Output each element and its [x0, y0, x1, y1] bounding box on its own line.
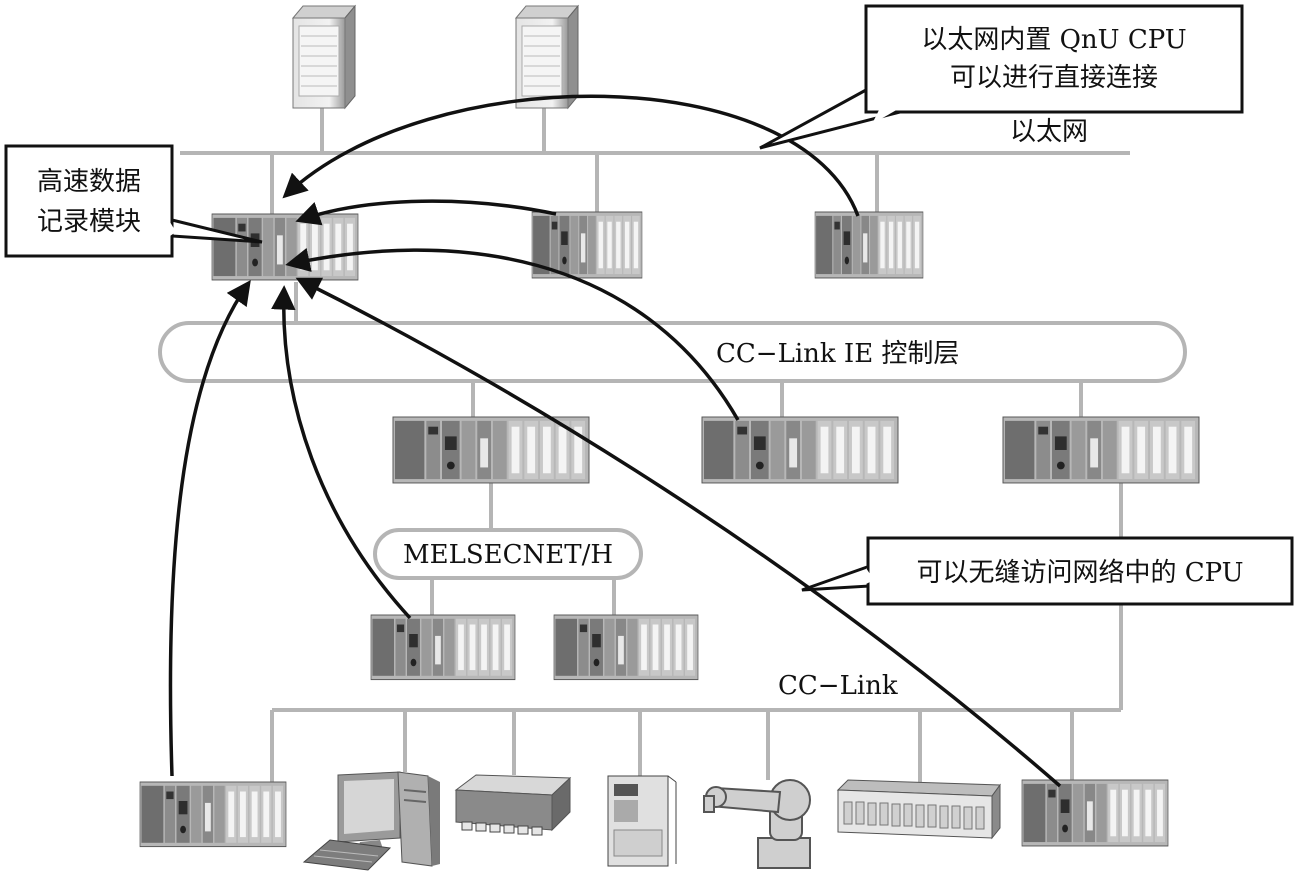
remote-io-module-icon [454, 774, 572, 836]
plc-rack-icon [370, 614, 516, 681]
ethernet-label: 以太网 [1010, 117, 1088, 147]
plc-rack-icon [701, 416, 899, 484]
inverter-icon [607, 775, 677, 867]
arrow-cclink-plc-left [168, 279, 251, 777]
callout-top-line2: 可以进行直接连接 [950, 63, 1158, 93]
cclink-ie-label: CC−Link IE 控制层 [716, 339, 959, 369]
callout-seamless-access: 可以无缝访问网络中的 CPU [801, 536, 1294, 606]
network-lines [180, 108, 1130, 782]
melsecnet-ring [373, 528, 643, 580]
logger-line2: 记录模块 [37, 207, 141, 237]
callout-direct-connection: 以太网内置 QnU CPU 可以进行直接连接 [759, 4, 1244, 150]
plc-rack-icon [139, 781, 287, 848]
callout-top-line1: 以太网内置 QnU CPU [921, 25, 1186, 55]
server-icon [292, 5, 356, 109]
terminal-block-icon [836, 779, 1001, 840]
cclink-ie-ring [158, 321, 1187, 383]
logger-line1: 高速数据 [37, 167, 141, 197]
plc-rack-icon [553, 614, 699, 681]
arrow-right-ethernet-plc [282, 94, 860, 217]
callout-mid-text: 可以无缝访问网络中的 CPU [916, 558, 1243, 588]
plc-rack-icon [814, 211, 924, 279]
personal-computer-icon [302, 771, 440, 871]
plc-rack-icon [392, 416, 590, 484]
melsecnet-label: MELSECNET/H [403, 540, 613, 570]
plc-rack-icon [1002, 416, 1200, 484]
arrow-melsecnet-plc [271, 285, 412, 620]
server-icon [515, 5, 579, 109]
data-flow-arrows [168, 94, 1062, 788]
arrow-mid-ethernet-plc [295, 199, 557, 226]
arrow-cclink-ie-plc [285, 247, 740, 421]
plc-rack-icon [1021, 779, 1169, 847]
robot-arm-icon [703, 779, 811, 869]
arrow-cclink-plc-right [295, 277, 1062, 788]
cclink-label: CC−Link [778, 671, 898, 701]
callout-logger: 高速数据 记录模块 [4, 144, 263, 258]
plc-rack-icon [211, 213, 359, 281]
